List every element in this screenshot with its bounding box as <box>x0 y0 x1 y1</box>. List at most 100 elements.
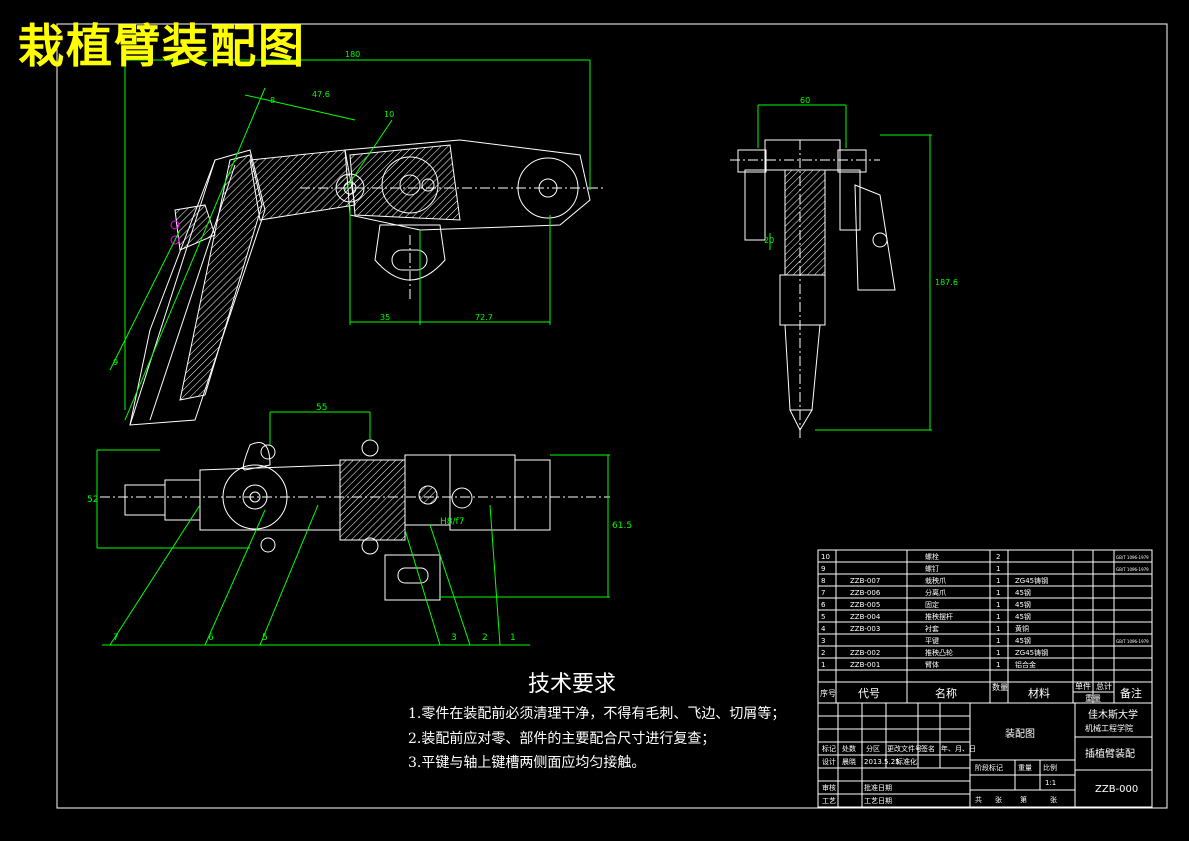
bom-header-total: 总计 <box>1096 681 1112 691</box>
bom-cell-no: 4 <box>821 625 826 633</box>
tb-drawing-type: 装配图 <box>1005 727 1035 740</box>
front-view <box>129 139 605 426</box>
tb-count: 处数 <box>842 744 856 753</box>
balloon-8: 8 <box>270 96 275 105</box>
tb-part-name: 插植臂装配 <box>1085 747 1135 760</box>
dim-plan-top: 55 <box>316 403 327 413</box>
tb-page: 第 <box>1020 795 1027 804</box>
bom-cell-no: 2 <box>821 649 825 657</box>
bom-cell-qty: 1 <box>996 577 1000 585</box>
bom-cell-name: 臂体 <box>925 660 939 669</box>
bom-header-material: 材料 <box>1028 686 1050 700</box>
bom-cell-code: ZZB-002 <box>850 649 880 657</box>
bom-cell-name: 推秧凸轮 <box>925 648 953 657</box>
tb-design-date: 2013.5.25 <box>864 758 900 766</box>
drawing-title: 栽植臂装配图 <box>18 19 306 73</box>
bom-cell-name: 推秧摆杆 <box>925 612 953 621</box>
bom-cell-material: 45钢 <box>1015 636 1031 645</box>
bom-header-name: 名称 <box>935 686 957 700</box>
balloon-5: 5 <box>262 633 268 643</box>
front-view-dimensions <box>109 59 591 421</box>
side-view <box>730 139 896 440</box>
tb-craft: 工艺 <box>822 797 836 805</box>
balloon-7: 7 <box>113 633 119 643</box>
bom-cell-std: GB/T 1096-1979 <box>1116 639 1149 644</box>
bom-cell-material: ZG45铸钢 <box>1015 648 1048 657</box>
dim-right-height: 187.6 <box>935 278 958 287</box>
bom-cell-qty: 1 <box>996 661 1000 669</box>
bom-header-qty: 数量 <box>992 682 1008 692</box>
bom-cell-no: 3 <box>821 637 825 645</box>
bom-cell-no: 7 <box>821 589 825 597</box>
bom-cell-qty: 1 <box>996 601 1000 609</box>
tb-craft-date: 工艺日期 <box>864 797 892 805</box>
bom-cell-material: ZG45铸钢 <box>1015 576 1048 585</box>
tb-sign: 签名 <box>921 744 935 753</box>
bom-cell-name: 固定 <box>925 600 939 609</box>
bom-cell-code: ZZB-007 <box>850 577 880 585</box>
requirements-heading: 技术要求 <box>528 672 617 697</box>
bom-cell-std: GB/T 1096-1979 <box>1116 567 1149 572</box>
balloon-10: 10 <box>384 110 394 119</box>
bom-cell-material: 黄铜 <box>1015 624 1029 633</box>
tb-school-2: 机械工程学院 <box>1085 723 1133 733</box>
bom-cell-no: 9 <box>821 565 825 573</box>
bom-cell-material: 45钢 <box>1015 600 1031 609</box>
tb-designer: 晨晓 <box>842 757 856 766</box>
bom-header-no: 序号 <box>820 688 836 698</box>
drawing-border <box>56 23 1168 809</box>
bom-cell-qty: 1 <box>996 637 1000 645</box>
dim-arm-angle: 47.6 <box>312 90 330 99</box>
tb-school-1: 佳木斯大学 <box>1088 708 1138 721</box>
bom-cell-code: ZZB-004 <box>850 613 881 621</box>
bom-cell-name: 衬套 <box>925 624 939 633</box>
tb-total: 共 <box>975 795 982 804</box>
bom-cell-qty: 2 <box>996 553 1000 561</box>
plan-view-dimensions <box>96 411 610 646</box>
tb-sheet: 张 <box>995 795 1002 804</box>
balloon-6: 6 <box>208 633 214 643</box>
tb-mark: 标记 <box>822 744 836 753</box>
tb-design: 设计 <box>822 757 836 766</box>
bom-cell-no: 8 <box>821 577 825 585</box>
bom-cell-no: 5 <box>821 613 825 621</box>
tb-stage: 阶段标记 <box>975 763 1003 772</box>
bom-cell-name: 栽秧爪 <box>925 576 946 585</box>
bom-cell-code: ZZB-006 <box>850 589 881 597</box>
requirement-item-2: 2.装配前应对零、部件的主要配合尺寸进行复查； <box>408 731 716 747</box>
bom-header-remark: 备注 <box>1120 686 1142 700</box>
dim-lower-left: 35 <box>380 313 390 322</box>
dim-right-top: 60 <box>800 96 810 105</box>
tb-page2: 张 <box>1050 795 1057 804</box>
bom-cell-qty: 1 <box>996 589 1000 597</box>
bom-cell-qty: 1 <box>996 649 1000 657</box>
tb-weight: 重量 <box>1018 764 1032 772</box>
dim-top-overall: 180 <box>345 50 360 59</box>
bom-cell-no: 1 <box>821 661 825 669</box>
bom-cell-no: 10 <box>821 553 830 561</box>
bom-cell-qty: 1 <box>996 565 1000 573</box>
dim-lower-right: 72.7 <box>475 313 493 322</box>
balloon-2: 2 <box>482 633 488 643</box>
balloon-3: 3 <box>451 633 457 643</box>
bom-header-weight: 重量 <box>1085 693 1101 703</box>
tb-approve: 批准日期 <box>864 783 892 792</box>
bom-cell-code: ZZB-003 <box>850 625 880 633</box>
bom-cell-qty: 1 <box>996 613 1000 621</box>
bom-cell-qty: 1 <box>996 625 1000 633</box>
bom-cell-code: ZZB-001 <box>850 661 880 669</box>
tb-zone: 分区 <box>866 744 880 753</box>
balloon-9: 9 <box>113 358 118 367</box>
bom-header-unit: 单件 <box>1075 681 1091 691</box>
plan-view <box>100 439 610 601</box>
dim-plan-left: 52 <box>87 495 98 505</box>
bom-cell-material: 45钢 <box>1015 612 1031 621</box>
tb-scale: 1:1 <box>1045 779 1056 787</box>
bom-table <box>817 549 1153 704</box>
requirement-item-1: 1.零件在装配前必须清理干净，不得有毛刺、飞边、切屑等； <box>408 706 786 722</box>
title-block <box>817 702 1153 808</box>
bom-cell-no: 6 <box>821 601 826 609</box>
tb-review: 审核 <box>822 783 836 792</box>
